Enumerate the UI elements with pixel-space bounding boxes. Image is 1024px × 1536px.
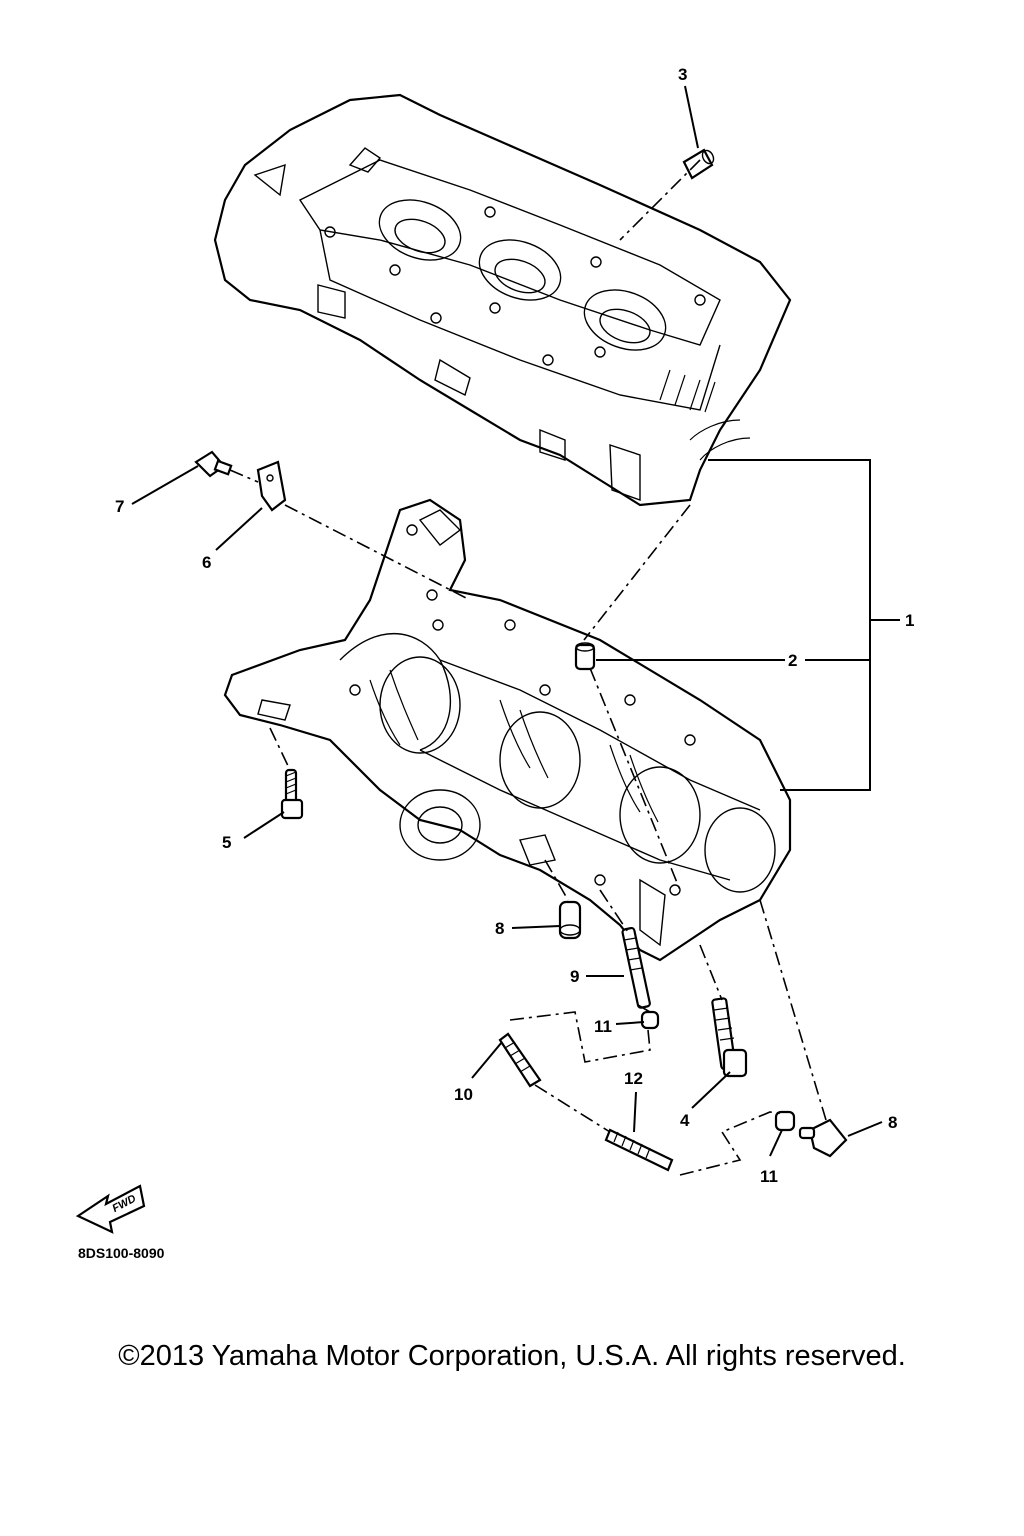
fitting-8-right [798, 1118, 848, 1158]
callout-numbers: 1 2 3 4 5 6 7 8 9 11 10 12 11 8 [115, 65, 914, 1186]
callout-11-lower: 11 [760, 1167, 778, 1186]
spring-12 [604, 1128, 674, 1172]
bolt-4 [711, 997, 748, 1078]
leader-lines [131, 85, 900, 1157]
dowel-pin-3 [682, 148, 715, 180]
lower-crankcase [223, 498, 792, 962]
callout-4: 4 [680, 1111, 690, 1130]
drain-plug-8-left [558, 900, 582, 940]
callout-8-right: 8 [888, 1113, 897, 1132]
bolt-5 [280, 768, 304, 820]
callout-5: 5 [222, 833, 231, 852]
diagram-code: 8DS100-8090 [78, 1245, 165, 1261]
stud-9 [621, 926, 651, 1009]
callout-10: 10 [454, 1085, 473, 1104]
callout-7: 7 [115, 497, 124, 516]
copyright-notice: ©2013 Yamaha Motor Corporation, U.S.A. A… [118, 1340, 906, 1372]
assembly-lines [229, 159, 827, 1176]
callout-3: 3 [678, 65, 687, 84]
callout-2: 2 [788, 651, 797, 670]
bolt-7 [194, 450, 233, 478]
nut-11-lower [774, 1110, 796, 1132]
callout-11-upper: 11 [594, 1017, 612, 1036]
bracket-6 [256, 460, 287, 512]
callout-9: 9 [570, 967, 579, 986]
nut-11-upper [640, 1010, 660, 1030]
callout-12: 12 [624, 1069, 643, 1088]
dowel-pin-2 [574, 642, 596, 671]
hose-10 [498, 1032, 542, 1088]
fwd-arrow-icon: FWD [75, 1184, 146, 1234]
callout-1: 1 [905, 611, 914, 630]
callout-6: 6 [202, 553, 211, 572]
upper-crankcase [213, 93, 792, 507]
callout-8-left: 8 [495, 919, 504, 938]
